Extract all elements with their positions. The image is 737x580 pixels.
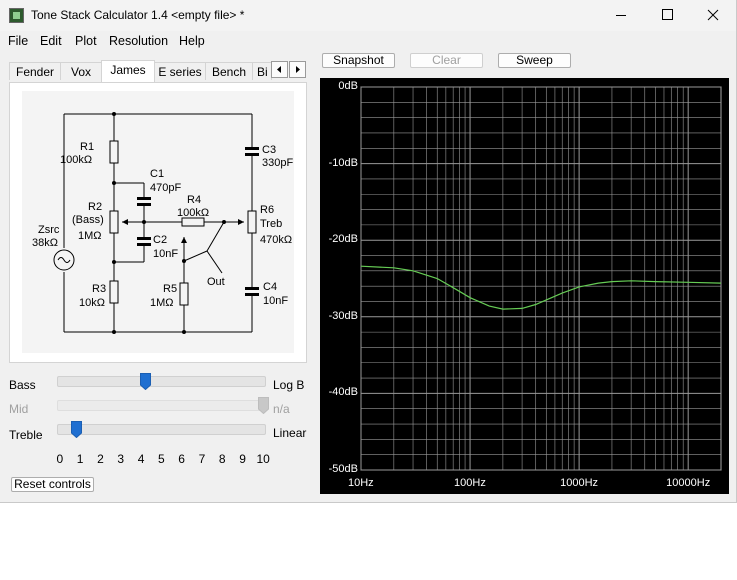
y-axis-tick-label: -40dB [328, 386, 358, 399]
r4-label: R4 [187, 194, 202, 206]
y-axis-tick-label: -30dB [328, 309, 358, 322]
tab-scroll-right-button[interactable] [289, 61, 306, 78]
mid-slider-thumb [257, 397, 269, 414]
close-icon [707, 9, 719, 21]
bass-slider-track[interactable] [57, 376, 266, 387]
c3-value: 330pF [262, 157, 294, 169]
menu-plot[interactable]: Plot [75, 34, 97, 48]
slider-scale-tick: 0 [56, 452, 64, 466]
tab-e-series[interactable]: E series [154, 62, 206, 80]
c4-value: 10nF [263, 295, 289, 307]
r1-value: 100kΩ [60, 154, 93, 166]
r5-value: 1MΩ [150, 297, 174, 309]
mid-slider-track [57, 400, 266, 411]
schematic-drawing [53, 112, 259, 334]
r6-treble-label: Treb [260, 218, 283, 230]
reset-controls-button[interactable]: Reset controls [11, 477, 94, 492]
plot-area [360, 86, 722, 471]
r6-value: 470kΩ [260, 234, 293, 246]
menu-help[interactable]: Help [179, 34, 205, 48]
slider-scale-tick: 5 [158, 452, 165, 466]
tab-bi[interactable]: Bi [252, 62, 272, 80]
mid-label: Mid [9, 402, 29, 416]
y-axis-tick-label: -50dB [328, 463, 358, 475]
x-axis-tick-label: 10Hz [348, 477, 374, 489]
c1-label: C1 [150, 168, 165, 180]
r3-label: R3 [92, 283, 107, 295]
slider-scale-tick: 6 [178, 452, 185, 466]
menu-resolution[interactable]: Resolution [109, 34, 169, 48]
r2-value: 1MΩ [78, 230, 102, 242]
frequency-response-plot: 0dB -10dB -20dB -30dB -40dB -50dB 10Hz 100Hz 100… [320, 78, 729, 494]
y-axis-tick-label: 0dB [338, 80, 358, 92]
treble-slider-track[interactable] [57, 424, 266, 435]
y-axis-tick-label: -10dB [328, 156, 358, 169]
menu-file[interactable]: File [8, 34, 29, 48]
maximize-button[interactable] [644, 0, 690, 31]
slider-scale-tick: 4 [137, 452, 145, 466]
x-axis-tick-label: 10000Hz [666, 477, 711, 489]
r2-bass-label: (Bass) [72, 214, 104, 226]
treble-label: Treble [9, 428, 43, 442]
menu-bar: File Edit Plot Resolution Help [0, 31, 736, 51]
sweep-button[interactable]: Sweep [498, 53, 571, 68]
c2-label: C2 [153, 234, 168, 246]
r2-label: R2 [88, 201, 103, 213]
r5-label: R5 [163, 283, 178, 295]
treble-taper-label: Linear [273, 426, 307, 440]
tone-stack-tabs: Fender Vox E series Bench Bi James [9, 60, 307, 82]
plot-canvas [360, 86, 722, 471]
maximize-icon [662, 9, 673, 20]
r1-label: R1 [80, 141, 95, 153]
x-axis-tick-label: 1000Hz [560, 477, 599, 489]
slider-scale-tick: 2 [97, 452, 104, 466]
c2-value: 10nF [153, 248, 179, 260]
c3-label: C3 [262, 144, 277, 156]
r6-label: R6 [260, 204, 275, 216]
slider-scale-tick: 7 [198, 452, 206, 466]
slider-scale-tick: 10 [256, 452, 270, 466]
slider-scale-tick: 3 [117, 452, 125, 466]
tab-vox[interactable]: Vox [60, 62, 102, 80]
app-icon [9, 8, 24, 23]
zsrc-label: Zsrc [38, 224, 60, 236]
bass-label: Bass [9, 378, 36, 392]
slider-scale-tick: 8 [218, 452, 226, 466]
zsrc-value: 38kΩ [32, 237, 58, 249]
output-label: Out [207, 276, 225, 288]
clear-button: Clear [410, 53, 483, 68]
slider-scale-tick: 9 [239, 452, 246, 466]
arrow-right-icon [296, 66, 300, 73]
x-axis-tick-label: 100Hz [454, 477, 486, 489]
bass-slider-thumb[interactable] [139, 373, 151, 390]
mid-taper-label: n/a [273, 402, 290, 416]
y-axis-tick-label: -20dB [328, 233, 358, 246]
app-window: Tone Stack Calculator 1.4 <empty file> *… [0, 0, 737, 503]
tab-scroll-left-button[interactable] [271, 61, 288, 78]
window-title: Tone Stack Calculator 1.4 <empty file> * [31, 8, 245, 22]
menu-edit[interactable]: Edit [40, 34, 62, 48]
r3-value: 10kΩ [79, 297, 105, 309]
bass-taper-label: Log B [273, 378, 305, 392]
close-button[interactable] [690, 0, 736, 31]
r4-value: 100kΩ [177, 207, 210, 219]
circuit-schematic: R1 100kΩ C1 470pF C3 330pF R2 (Bass) 1MΩ… [22, 91, 294, 353]
slider-scale-tick: 1 [76, 452, 84, 466]
tab-fender[interactable]: Fender [9, 62, 61, 80]
tab-panel: R1 100kΩ C1 470pF C3 330pF R2 (Bass) 1MΩ… [9, 82, 307, 363]
c4-label: C4 [263, 281, 278, 293]
title-bar: Tone Stack Calculator 1.4 <empty file> * [0, 0, 736, 31]
response-curve [360, 265, 722, 310]
tab-bench[interactable]: Bench [205, 62, 253, 80]
arrow-left-icon [277, 66, 281, 73]
treble-slider-thumb[interactable] [70, 421, 82, 438]
snapshot-button[interactable]: Snapshot [322, 53, 395, 68]
c1-value: 470pF [150, 182, 182, 194]
minimize-icon [616, 15, 626, 16]
minimize-button[interactable] [598, 0, 644, 31]
tab-james[interactable]: James [101, 60, 155, 82]
